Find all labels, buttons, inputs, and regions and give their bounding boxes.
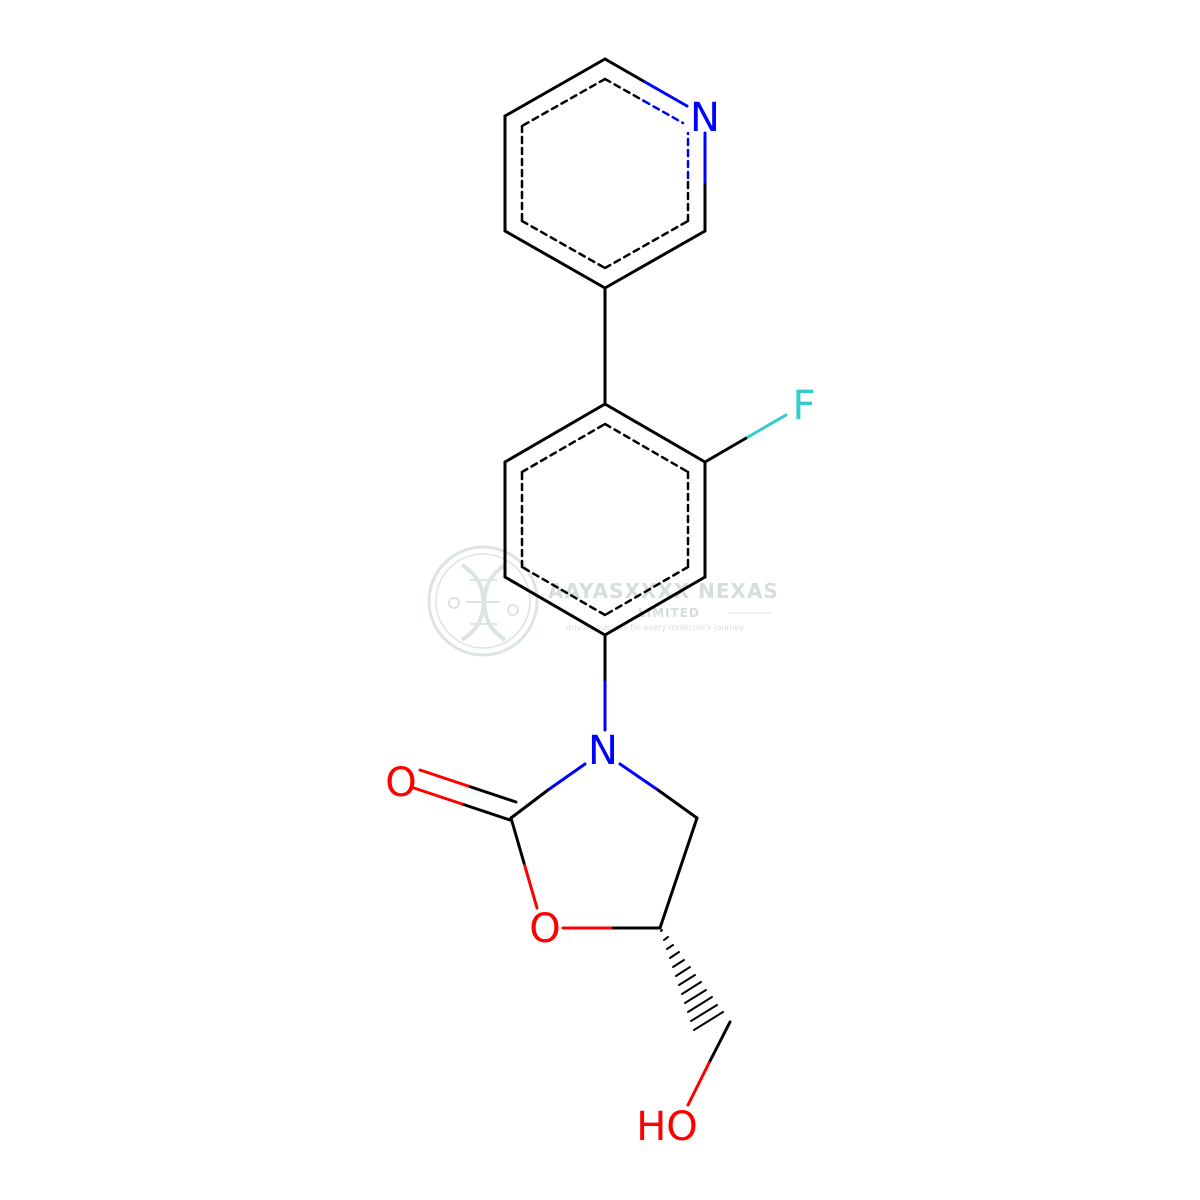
bond-n-c4-a [618,762,660,792]
watermark: AAYASXXXX NEXAS LIMITED driving success … [427,545,779,657]
arom-ph-3 [603,565,690,617]
watermark-title: AAYASXXXX NEXAS [548,579,779,603]
bond-ph-4-5 [503,575,607,637]
bond-co-1a [466,784,518,804]
arom-ph-4 [520,565,607,617]
bond-o-c2-b [509,816,526,865]
atom-hydroxyl: HO [636,1104,698,1150]
atom-carbonyl-o: O [385,760,416,806]
bond-n-c2-b [509,788,550,820]
bond-pyr-c4-c3 [503,229,607,290]
bonds [412,57,788,1107]
bond-pyr-c6-n [603,57,647,84]
atom-fluorine: F [792,383,815,429]
bond-co-2b [412,786,464,806]
arom-pyr-1 [520,77,607,128]
bond-pyr-c3-c2 [603,229,707,290]
atom-labels: N F N O O HO [385,95,815,1150]
arom-pyr-6a [603,77,646,103]
arom-pyr-3 [520,219,607,270]
arom-ph-6 [520,422,607,474]
bond-c-f-b [746,413,788,439]
bond-pyr-c6-c5 [503,57,607,118]
watermark-logo-icon [427,545,539,657]
bond-c-f-a [703,435,750,464]
bond-pyr-n-c6 [643,80,689,108]
bond-ph-6-1 [503,402,607,464]
bond-ch2-o-a [707,1020,732,1065]
bond-ph-3-4 [603,575,707,637]
bond-ch2-o-b [686,1061,711,1107]
watermark-subtitle: LIMITED [638,606,700,620]
atom-oxazolidinone-n: N [588,728,618,774]
bond-c4-c5 [658,816,699,930]
arom-pyr-6b [642,99,685,125]
arom-pyr-4 [603,219,690,270]
atom-pyridine-n: N [690,95,720,141]
bond-o-c2-a [522,861,539,910]
bond-co-2a [460,802,512,822]
bond-ph-1-2 [603,402,707,464]
bond-co-1b [418,768,470,788]
bond-stereo-hash [660,929,724,1031]
watermark-tagline: driving success for every molecule's jou… [566,623,744,632]
arom-ph-1 [603,422,690,474]
bond-n-c2-a [546,762,587,792]
bond-n-c4-b [656,788,699,820]
atom-ring-o: O [529,906,560,952]
